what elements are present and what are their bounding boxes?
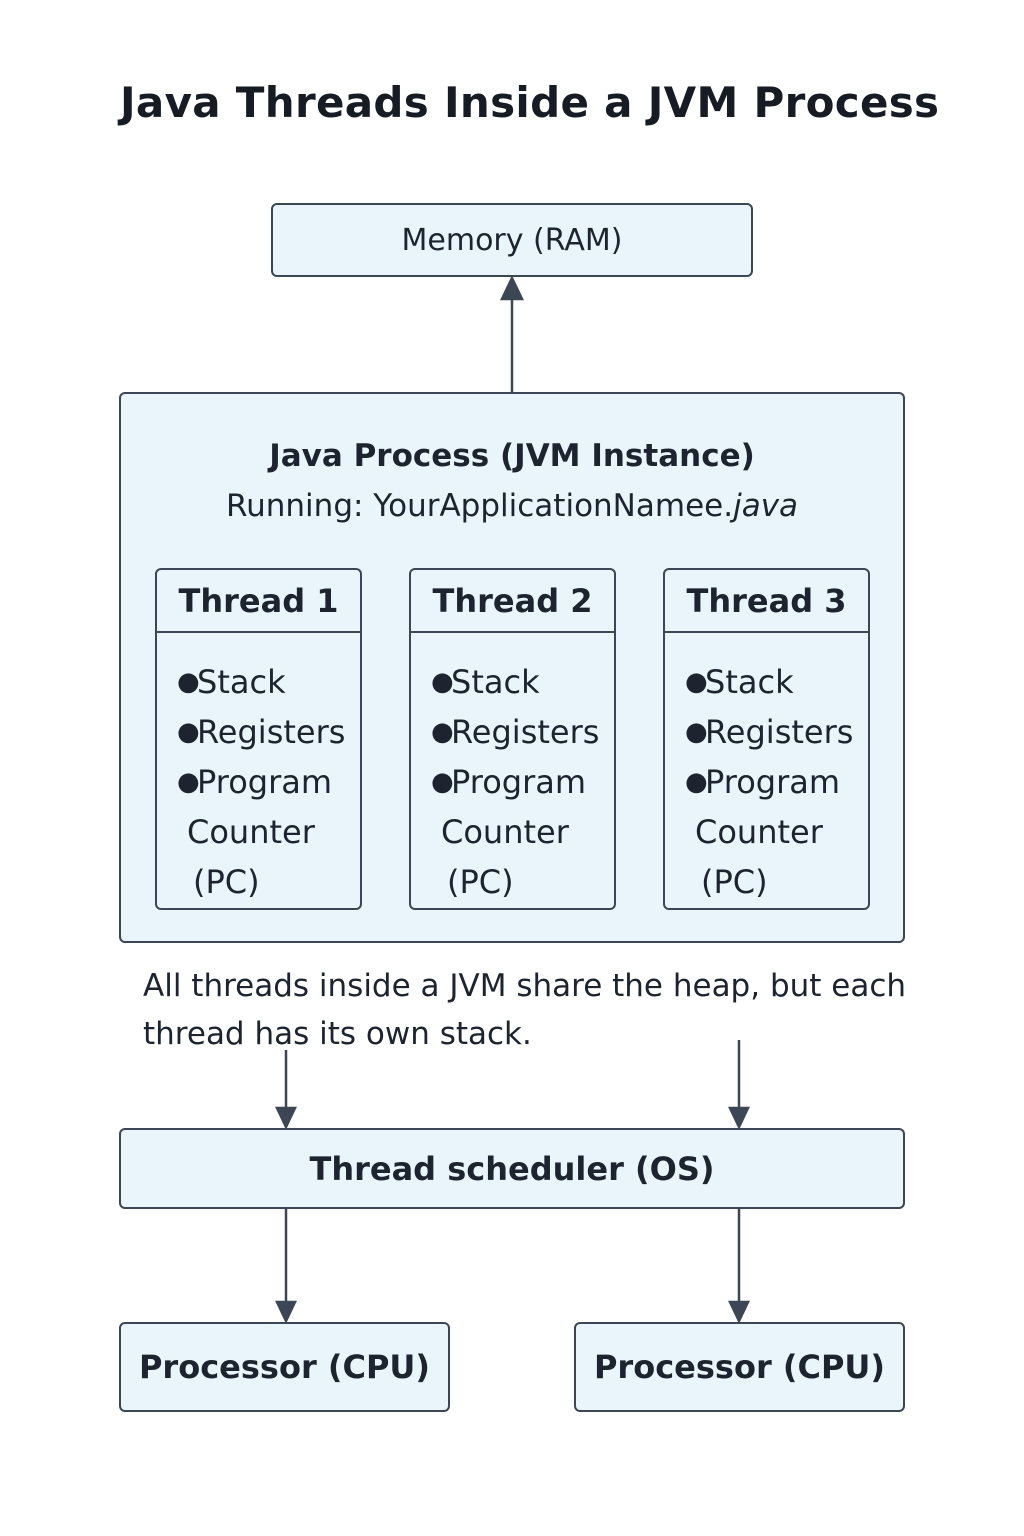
thread-item-label: Registers: [705, 713, 854, 751]
thread-item-label: Program: [705, 763, 841, 801]
arrowhead-down-icon: [275, 1300, 297, 1324]
processor-label: Processor (CPU): [593, 1348, 886, 1386]
bullet-icon: ●: [685, 767, 708, 797]
bullet-icon: ●: [431, 767, 454, 797]
thread-scheduler-box: Thread scheduler (OS): [119, 1128, 905, 1209]
thread-item-label: Registers: [451, 713, 600, 751]
bullet-icon: ●: [685, 717, 708, 747]
thread-item: ●Stack: [431, 657, 614, 707]
thread-box-2: Thread 2 ●Stack ●Registers ●Program Coun…: [409, 568, 616, 910]
bullet-icon: ●: [685, 667, 708, 697]
scheduler-label: Thread scheduler (OS): [309, 1149, 715, 1188]
arrowhead-down-icon: [728, 1300, 750, 1324]
thread-item: ●Program: [431, 757, 614, 807]
process-subtitle: Running: YourApplicationNamee.java: [121, 488, 903, 524]
thread-item: ●Registers: [685, 707, 868, 757]
processor-box-2: Processor (CPU): [574, 1322, 905, 1412]
thread-item: ●Registers: [177, 707, 360, 757]
thread-title: Thread 1: [157, 570, 360, 633]
thread-item: ●Registers: [431, 707, 614, 757]
arrowhead-down-icon: [728, 1106, 750, 1130]
thread-item-label: Stack: [451, 663, 540, 701]
thread-title: Thread 2: [411, 570, 614, 633]
bullet-icon: ●: [431, 717, 454, 747]
thread-item: ●Program: [685, 757, 868, 807]
thread-box-3: Thread 3 ●Stack ●Registers ●Program Coun…: [663, 568, 870, 910]
processor-label: Processor (CPU): [138, 1348, 431, 1386]
thread-item: ●Program: [177, 757, 360, 807]
thread-item-label: Registers: [197, 713, 346, 751]
jvm-process-box: Java Process (JVM Instance) Running: You…: [119, 392, 905, 943]
memory-label: Memory (RAM): [401, 222, 623, 258]
thread-item-label: Program: [451, 763, 587, 801]
bullet-icon: ●: [177, 767, 200, 797]
processor-box-1: Processor (CPU): [119, 1322, 450, 1412]
thread-items: ●Stack ●Registers ●Program Counter (PC): [411, 633, 614, 907]
bullet-icon: ●: [177, 717, 200, 747]
thread-item: ●Stack: [685, 657, 868, 707]
arrowhead-up-icon: [500, 275, 524, 301]
thread-title: Thread 3: [665, 570, 868, 633]
note-line-2: thread has its own stack.: [143, 1016, 532, 1052]
thread-item-continuation: (PC): [193, 863, 260, 901]
thread-item-continuation: (PC): [447, 863, 514, 901]
process-subtitle-text: Running: YourApplicationNamee.: [225, 488, 734, 524]
shared-heap-note: All threads inside a JVM share the heap,…: [143, 962, 923, 1058]
thread-items: ●Stack ●Registers ●Program Counter (PC): [665, 633, 868, 907]
diagram-title: Java Threads Inside a JVM Process: [120, 78, 940, 127]
bullet-icon: ●: [177, 667, 200, 697]
thread-item-label: Program: [197, 763, 333, 801]
thread-item-label: Stack: [197, 663, 286, 701]
thread-item-continuation: Counter: [187, 813, 315, 851]
process-subtitle-extension: java: [733, 488, 799, 524]
arrowhead-down-icon: [275, 1106, 297, 1130]
thread-item-continuation: Counter: [441, 813, 569, 851]
thread-item-continuation: (PC): [701, 863, 768, 901]
thread-item-label: Stack: [705, 663, 794, 701]
note-line-1: All threads inside a JVM share the heap,…: [143, 968, 907, 1004]
bullet-icon: ●: [431, 667, 454, 697]
thread-box-1: Thread 1 ●Stack ●Registers ●Program Coun…: [155, 568, 362, 910]
thread-items: ●Stack ●Registers ●Program Counter (PC): [157, 633, 360, 907]
process-title: Java Process (JVM Instance): [269, 438, 755, 474]
thread-item-continuation: Counter: [695, 813, 823, 851]
memory-box: Memory (RAM): [271, 203, 753, 277]
thread-item: ●Stack: [177, 657, 360, 707]
